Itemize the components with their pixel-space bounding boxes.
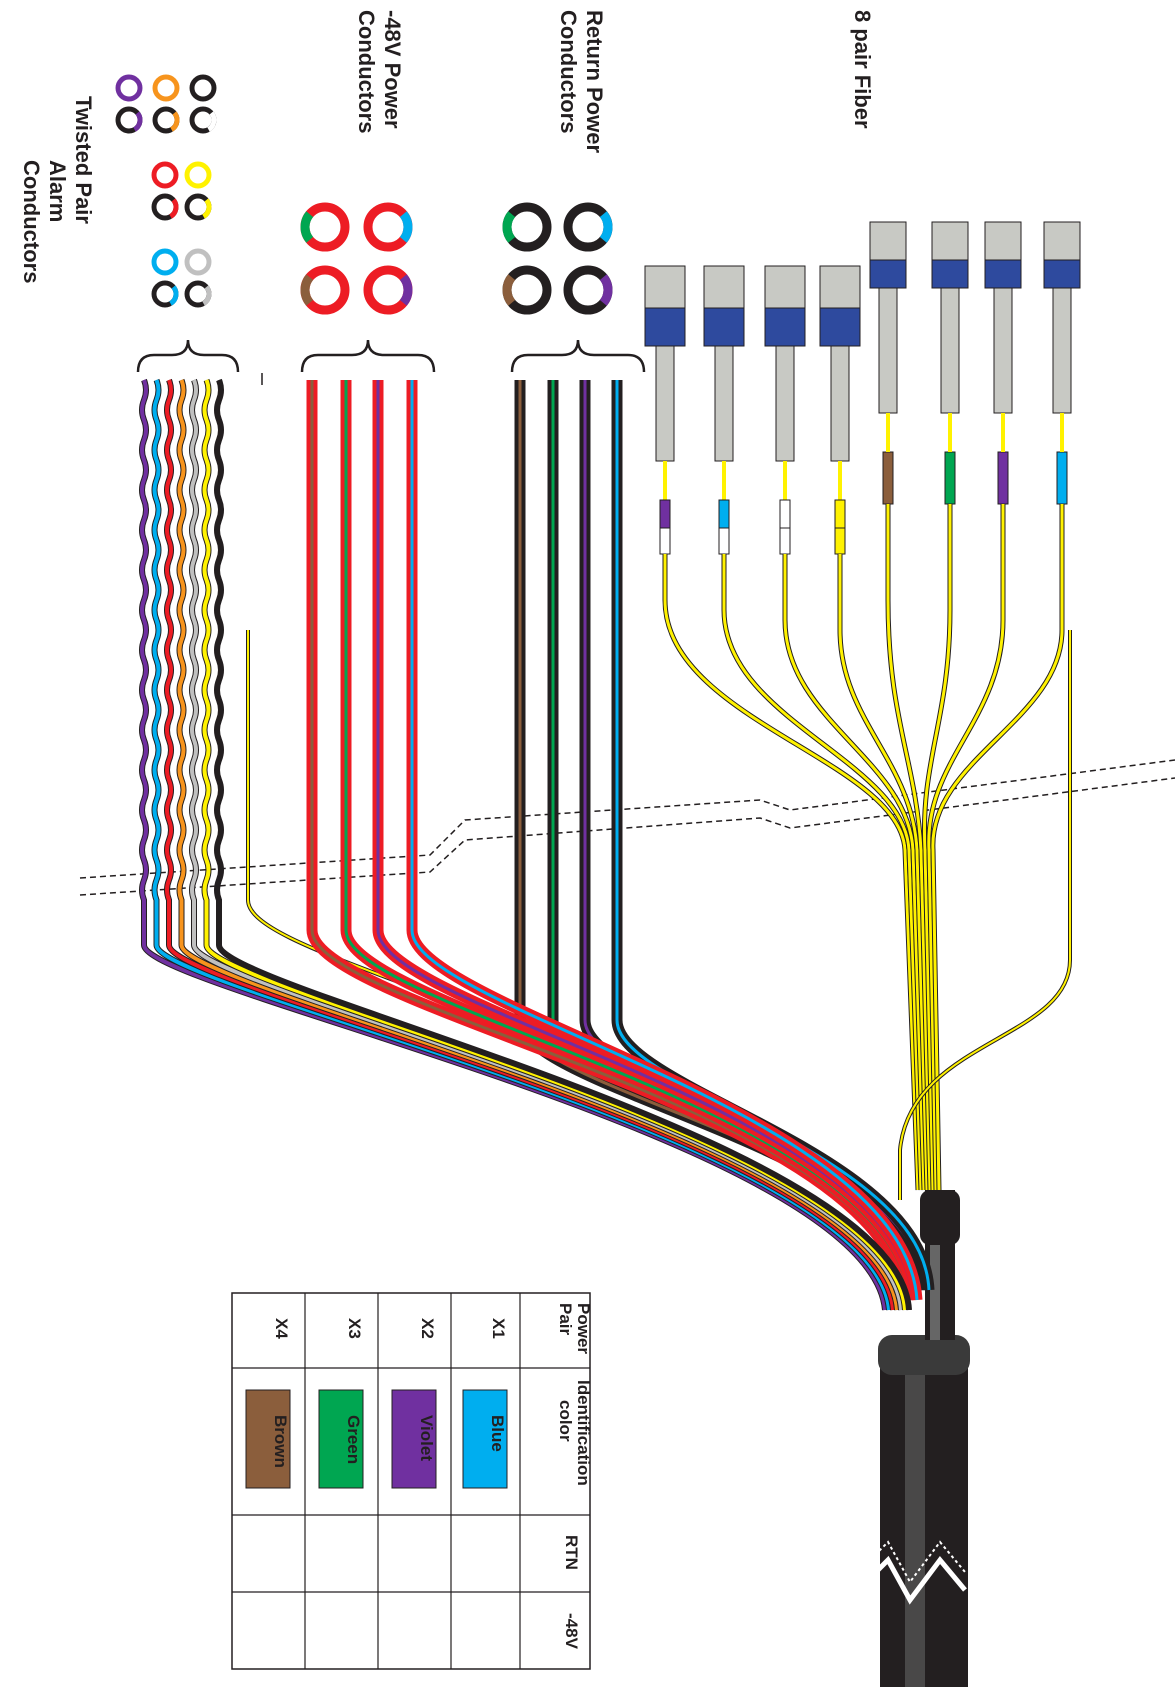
header-id-color: Identification color <box>556 1380 593 1486</box>
return-ring <box>563 202 613 252</box>
svg-text:Conductors: Conductors <box>19 160 44 283</box>
svg-text:Power: Power <box>574 1303 593 1354</box>
return-ring <box>502 265 552 315</box>
alarm-brace <box>136 339 240 373</box>
neg48-ring <box>300 202 350 252</box>
header-rtn: RTN <box>562 1535 581 1570</box>
svg-text:Conductors: Conductors <box>354 10 379 133</box>
pair-label: X3 <box>345 1318 364 1339</box>
lc-tag <box>834 499 846 529</box>
sc-connector-3 <box>984 221 1022 261</box>
svg-text:Twisted Pair: Twisted Pair <box>71 96 96 224</box>
return-conductor <box>579 380 932 1291</box>
alarm-label-2: Alarm <box>45 160 70 222</box>
alarm-ring <box>184 248 212 276</box>
return-ring <box>502 202 552 252</box>
fiber-tag-blue <box>1056 451 1068 505</box>
lc-tag <box>718 499 730 529</box>
pair-label: X1 <box>489 1318 508 1339</box>
swatch-green <box>318 1389 364 1489</box>
svg-text:8 pair Fiber: 8 pair Fiber <box>850 10 875 129</box>
fiber-tag-violet <box>997 451 1009 505</box>
fiber-strand <box>926 504 1006 1191</box>
fiber-label: 8 pair Fiber <box>850 10 875 129</box>
lc-connector-1 <box>644 265 686 309</box>
swatch-violet <box>391 1389 437 1489</box>
return-label: Return Power Conductors <box>556 10 607 153</box>
alarm-conductors <box>139 378 912 1311</box>
main-cable <box>856 1190 970 1687</box>
svg-text:color: color <box>556 1400 575 1442</box>
fiber-connectors <box>246 221 1081 1232</box>
pair-label: X2 <box>418 1318 437 1339</box>
return-brace <box>510 339 646 373</box>
alarm-ring <box>189 74 217 102</box>
fiber-strand <box>782 554 927 1191</box>
fiber-tag-green <box>944 451 956 505</box>
color-name: Brown <box>271 1415 290 1468</box>
break-line <box>79 759 1175 896</box>
swatch-brown <box>245 1389 291 1489</box>
header-neg48: -48V <box>562 1613 581 1650</box>
alarm-label: Twisted Pair <box>71 96 96 224</box>
svg-text:Pair: Pair <box>556 1303 575 1336</box>
svg-text:Conductors: Conductors <box>556 10 581 133</box>
power-conductors <box>306 380 935 1301</box>
svg-text:-48V: -48V <box>562 1613 581 1650</box>
neg48-label: -48V Power Conductors <box>354 10 405 133</box>
neg48-ring <box>363 265 413 315</box>
swatch-blue <box>462 1389 508 1489</box>
group-braces <box>136 339 646 373</box>
pair-color-table: Power Pair Identification color RTN -48V… <box>231 1292 593 1670</box>
svg-text:RTN: RTN <box>562 1535 581 1570</box>
lc-tag <box>659 499 671 529</box>
lc-connector-4 <box>819 265 861 309</box>
cable-break-mark <box>856 1555 967 1605</box>
pair-label: X4 <box>272 1318 291 1339</box>
header-power-pair: Power Pair <box>556 1303 593 1354</box>
svg-text:Alarm: Alarm <box>45 160 70 222</box>
color-name: Violet <box>417 1415 436 1461</box>
alarm-wire <box>139 378 888 1311</box>
fiber-tag-brown <box>882 451 894 505</box>
alarm-ring <box>184 161 212 189</box>
neg48-ring <box>300 265 350 315</box>
neg48-brace <box>300 339 436 373</box>
alarm-ring <box>151 161 179 189</box>
sc-connector-2 <box>931 221 969 261</box>
neg48-ring <box>363 202 413 252</box>
alarm-ring <box>152 74 180 102</box>
svg-text:-48V Power: -48V Power <box>380 10 405 129</box>
lc-connector-3 <box>764 265 806 309</box>
color-name: Green <box>344 1415 363 1464</box>
sc-connector-1 <box>869 221 907 261</box>
svg-text:Identification: Identification <box>574 1380 593 1486</box>
return-ring <box>563 265 613 315</box>
lc-connector-2 <box>703 265 745 309</box>
alarm-label-3: Conductors <box>19 160 44 283</box>
lc-tag <box>779 499 791 529</box>
alarm-ring <box>115 74 143 102</box>
sc-connector-4 <box>1043 221 1081 261</box>
alarm-ring <box>151 248 179 276</box>
color-name: Blue <box>488 1415 507 1452</box>
svg-text:Return Power: Return Power <box>582 10 607 153</box>
